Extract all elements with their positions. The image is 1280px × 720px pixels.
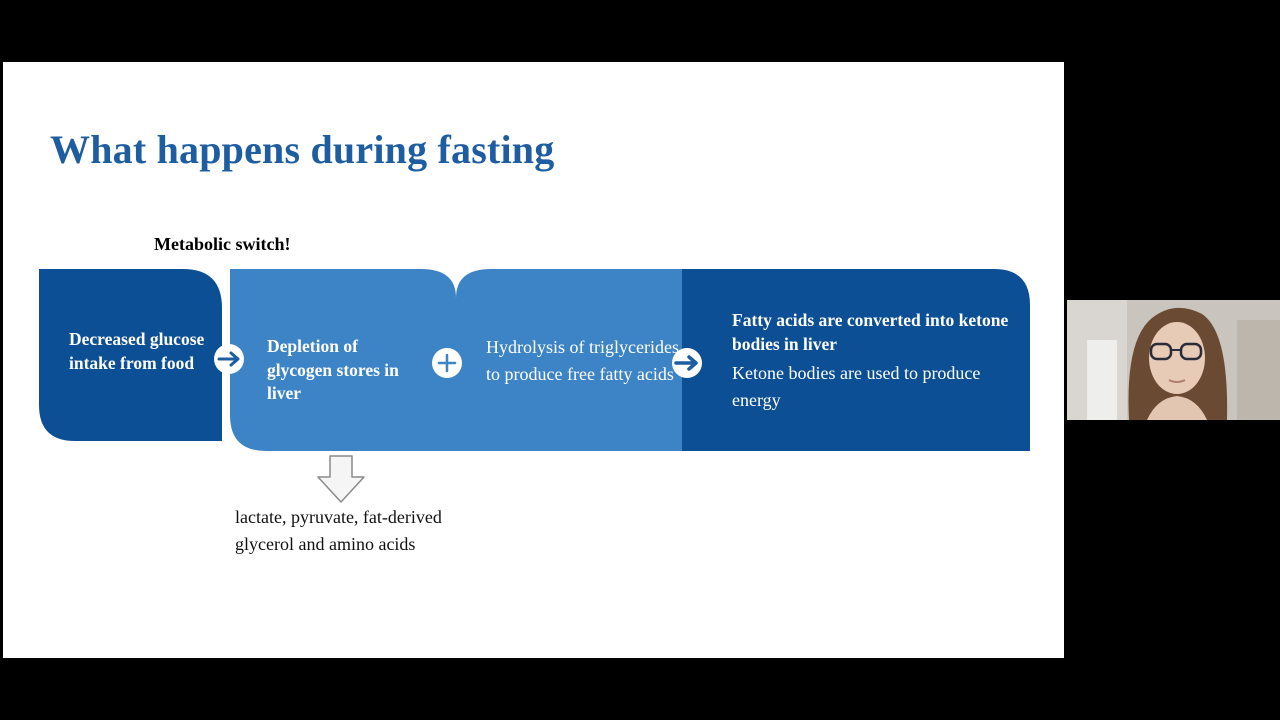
presentation-slide: What happens during fasting Metabolic sw… bbox=[3, 62, 1064, 658]
step-text-decreased-glucose: Decreased glucose intake from food bbox=[69, 329, 205, 373]
step-heading-ketone-conversion: Fatty acids are converted into ketone bo… bbox=[732, 310, 1009, 354]
step-text-ketone-energy: Ketone bodies are used to produce energy bbox=[732, 363, 981, 410]
step-box-decreased-glucose bbox=[39, 269, 222, 441]
flow-diagram bbox=[39, 269, 1030, 503]
metabolic-switch-label: Metabolic switch! bbox=[154, 234, 291, 254]
step-text-glycogen-depletion: Depletion of glycogen stores in liver bbox=[267, 336, 399, 403]
arrow-right-icon bbox=[672, 348, 702, 378]
arrow-right-icon bbox=[214, 344, 244, 374]
slide-title: What happens during fasting bbox=[50, 127, 555, 172]
presenter-webcam-video bbox=[1067, 300, 1280, 420]
step-box-ketone-bodies bbox=[682, 269, 1030, 451]
gluconeogenesis-substrates-text: lactate, pyruvate, fat-derived glycerol … bbox=[235, 507, 442, 554]
down-arrow-icon bbox=[317, 455, 365, 503]
step-text-triglyceride-hydrolysis: Hydrolysis of triglycerides to produce f… bbox=[486, 337, 679, 384]
plus-icon bbox=[432, 348, 462, 378]
